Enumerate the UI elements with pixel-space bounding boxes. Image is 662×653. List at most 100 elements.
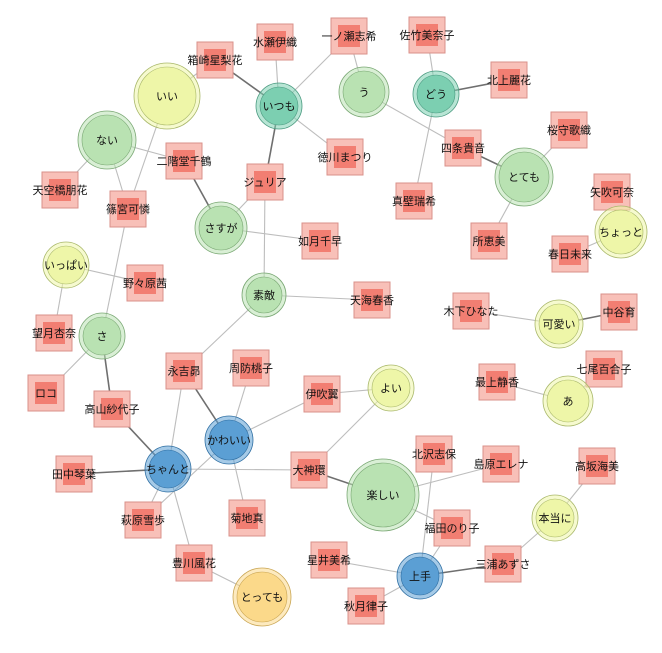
word-label: あ <box>563 395 574 408</box>
person-label: 最上静香 <box>475 375 519 389</box>
person-square-inner <box>452 137 474 159</box>
person-label: 水瀬伊織 <box>253 35 297 49</box>
person-node-makabe[interactable]: 真壁瑞希 <box>392 182 436 220</box>
person-node-tokoro[interactable]: 所恵美 <box>470 222 508 260</box>
word-node-kawaii2[interactable]: 可愛い <box>534 299 584 349</box>
person-square-inner <box>478 230 500 252</box>
person-node-ichinose[interactable]: 一ノ瀬志希 <box>322 17 377 55</box>
person-node-nanao[interactable]: 七尾百合子 <box>577 350 632 388</box>
person-label: 秋月律子 <box>344 599 388 613</box>
person-node-tenkubashi[interactable]: 天空橋朋花 <box>33 171 88 209</box>
word-label: 可愛い <box>543 318 576 331</box>
person-label: 周防桃子 <box>229 361 273 375</box>
word-node-ippai[interactable]: いっぱい <box>42 241 90 289</box>
word-node-suteki[interactable]: 素敵 <box>241 272 287 318</box>
person-node-takasaka[interactable]: 高坂海美 <box>575 447 619 485</box>
word-node-yoi[interactable]: よい <box>367 364 415 412</box>
person-label: 箱崎星梨花 <box>188 53 243 67</box>
person-node-nikaido[interactable]: 二階堂千鶴 <box>157 142 212 180</box>
person-node-minase[interactable]: 水瀬伊織 <box>253 23 297 61</box>
person-node-toyokawa[interactable]: 豊川風花 <box>172 544 216 582</box>
person-label: 徳川まつり <box>318 151 373 164</box>
person-label: 福田のり子 <box>425 521 480 535</box>
person-square-inner <box>254 171 276 193</box>
word-node-dou[interactable]: どう <box>412 70 460 118</box>
word-node-ii[interactable]: いい <box>133 62 201 130</box>
word-node-u[interactable]: う <box>338 66 390 118</box>
word-node-chotto[interactable]: ちょっと <box>594 205 648 259</box>
word-label: さすが <box>205 221 238 235</box>
person-node-miura[interactable]: 三浦あずさ <box>476 545 531 583</box>
person-square-inner <box>311 383 333 405</box>
person-node-hakozaki[interactable]: 箱崎星梨花 <box>188 41 243 79</box>
person-node-fukuda[interactable]: 福田のり子 <box>425 509 480 547</box>
person-node-ibuki[interactable]: 伊吹翼 <box>303 375 341 413</box>
person-node-hagiwara[interactable]: 萩原雪歩 <box>121 501 165 539</box>
word-node-itsumo[interactable]: いつも <box>255 82 303 130</box>
word-node-nai[interactable]: ない <box>77 110 137 170</box>
word-node-kawaii[interactable]: かわいい <box>204 415 254 465</box>
person-node-sakuse[interactable]: 佐竹美奈子 <box>400 16 455 54</box>
person-square-inner <box>361 289 383 311</box>
person-label: 高山紗代子 <box>85 402 140 416</box>
word-node-sa[interactable]: さ <box>78 312 126 360</box>
person-node-tanaka[interactable]: 田中琴葉 <box>52 455 96 493</box>
person-node-ogami[interactable]: 大神環 <box>290 451 328 489</box>
word-circle <box>342 70 386 114</box>
person-node-nakatani[interactable]: 中谷育 <box>600 293 638 331</box>
word-node-totemo[interactable]: とても <box>494 147 554 207</box>
person-label: 伊吹翼 <box>306 388 339 401</box>
person-node-kasuga[interactable]: 春日未来 <box>548 235 592 273</box>
word-circle <box>416 74 456 114</box>
person-label: 所恵美 <box>473 234 506 248</box>
person-node-kisaragi[interactable]: 如月千早 <box>298 222 342 260</box>
person-label: 木下ひなた <box>444 305 499 318</box>
person-label: 中谷育 <box>603 305 636 319</box>
person-label: 島原エレナ <box>474 457 529 471</box>
person-square-inner <box>334 146 356 168</box>
person-label: 北上麗花 <box>487 74 531 87</box>
person-node-akizuki[interactable]: 秋月律子 <box>344 587 388 625</box>
person-square-inner <box>593 358 615 380</box>
person-node-nonohara[interactable]: 野々原茜 <box>123 264 167 302</box>
person-node-mochizuki[interactable]: 望月杏奈 <box>32 314 76 352</box>
person-label: 篠宮可憐 <box>106 202 150 216</box>
word-node-tottemo[interactable]: とっても <box>232 567 292 627</box>
person-node-tokugawa[interactable]: 徳川まつり <box>318 138 373 176</box>
person-node-hoshii[interactable]: 星井美希 <box>307 541 351 579</box>
person-square-inner <box>236 507 258 529</box>
person-label: ロコ <box>35 387 57 400</box>
person-square-inner <box>173 360 195 382</box>
person-label: 北沢志保 <box>412 447 456 461</box>
word-circle <box>371 368 411 408</box>
word-node-jouzu[interactable]: 上手 <box>396 552 444 600</box>
word-node-a[interactable]: あ <box>542 375 594 427</box>
word-node-chanto[interactable]: ちゃんと <box>144 445 192 493</box>
person-node-roco[interactable]: ロコ <box>27 374 65 412</box>
person-node-sakuramori[interactable]: 桜守歌織 <box>547 111 591 149</box>
person-square-inner <box>338 25 360 47</box>
person-node-kikuchi[interactable]: 菊地真 <box>228 499 266 537</box>
person-node-julia[interactable]: ジュリア <box>243 163 287 201</box>
word-node-hontouni[interactable]: 本当に <box>531 494 579 542</box>
person-square-inner <box>63 463 85 485</box>
person-node-kitakami[interactable]: 北上麗花 <box>487 61 531 99</box>
person-square-inner <box>43 322 65 344</box>
word-label: ちゃんと <box>146 463 190 476</box>
person-node-shinomiya[interactable]: 篠宮可憐 <box>106 190 150 228</box>
person-node-shijou[interactable]: 四条貴音 <box>441 129 485 167</box>
word-node-tanoshii[interactable]: 楽しい <box>346 458 420 532</box>
person-node-yabuki[interactable]: 矢吹可奈 <box>590 173 634 211</box>
person-node-mogami[interactable]: 最上静香 <box>475 363 519 401</box>
word-node-sasuga[interactable]: さすが <box>194 201 248 255</box>
person-node-kitazawa[interactable]: 北沢志保 <box>412 435 456 473</box>
person-node-shimabara[interactable]: 島原エレナ <box>474 445 529 483</box>
person-node-takayama[interactable]: 高山紗代子 <box>85 390 140 428</box>
person-node-suou[interactable]: 周防桃子 <box>229 349 273 387</box>
person-square-inner <box>117 198 139 220</box>
person-node-amami[interactable]: 天海春香 <box>350 281 394 319</box>
person-node-nagayoshi[interactable]: 永吉昴 <box>165 352 203 390</box>
person-node-kinoshita[interactable]: 木下ひなた <box>444 292 499 330</box>
word-label: ちょっと <box>599 226 643 239</box>
person-label: 桜守歌織 <box>547 123 591 137</box>
